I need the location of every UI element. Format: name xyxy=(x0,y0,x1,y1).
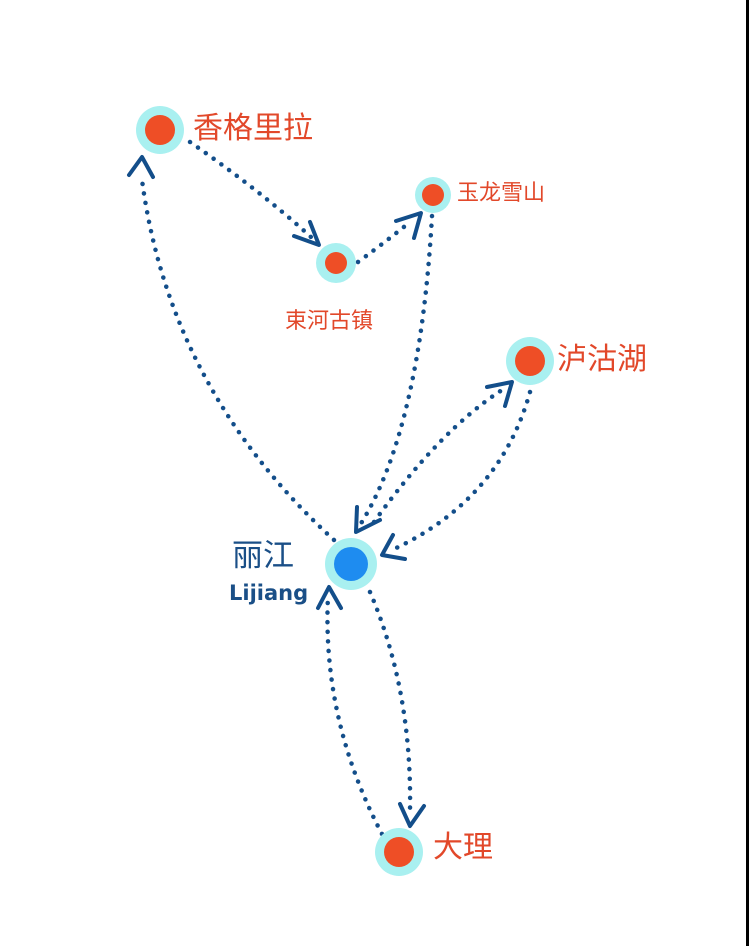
arrow-to-yulong xyxy=(394,211,423,240)
route-lijiang-shangrila xyxy=(139,177,337,543)
route-arrowheads xyxy=(127,155,514,828)
route-shangrila-shuhe xyxy=(187,139,315,241)
dot-shangrila xyxy=(145,115,175,145)
route-yulong-lijiang xyxy=(357,213,435,528)
dot-shuhe xyxy=(325,252,347,274)
place-nodes xyxy=(136,106,554,876)
arrow-to-shuhe xyxy=(292,220,321,247)
arrow-to-shangrila xyxy=(127,155,155,179)
arrow-to-lijiang-from-yulong xyxy=(354,505,382,534)
label-shangrila: 香格里拉 xyxy=(193,111,313,146)
label-lijiang-en: Lijiang xyxy=(229,581,309,605)
dot-yulong xyxy=(422,184,444,206)
dot-lijiang xyxy=(334,547,368,581)
arrow-to-dali xyxy=(398,802,426,828)
route-lijiang-dali xyxy=(367,589,413,813)
label-dali: 大理 xyxy=(433,830,493,865)
route-lugu-lijiang xyxy=(389,389,533,553)
route-shuhe-yulong xyxy=(355,219,413,265)
route-lines xyxy=(139,139,533,837)
dot-lugu xyxy=(515,346,545,376)
label-lijiang: 丽江 xyxy=(232,538,294,574)
route-lijiang-lugu xyxy=(371,387,505,525)
label-yulong: 玉龙雪山 xyxy=(457,181,546,206)
arrow-to-lijiang-from-dali xyxy=(316,585,343,610)
label-shuhe: 束河古镇 xyxy=(285,309,374,334)
route-dali-lijiang xyxy=(325,593,385,837)
arrow-to-lijiang-from-lugu xyxy=(380,533,407,561)
arrow-to-lugu xyxy=(485,380,514,408)
dot-dali xyxy=(384,837,414,867)
label-lugu: 泸沽湖 xyxy=(557,342,647,377)
